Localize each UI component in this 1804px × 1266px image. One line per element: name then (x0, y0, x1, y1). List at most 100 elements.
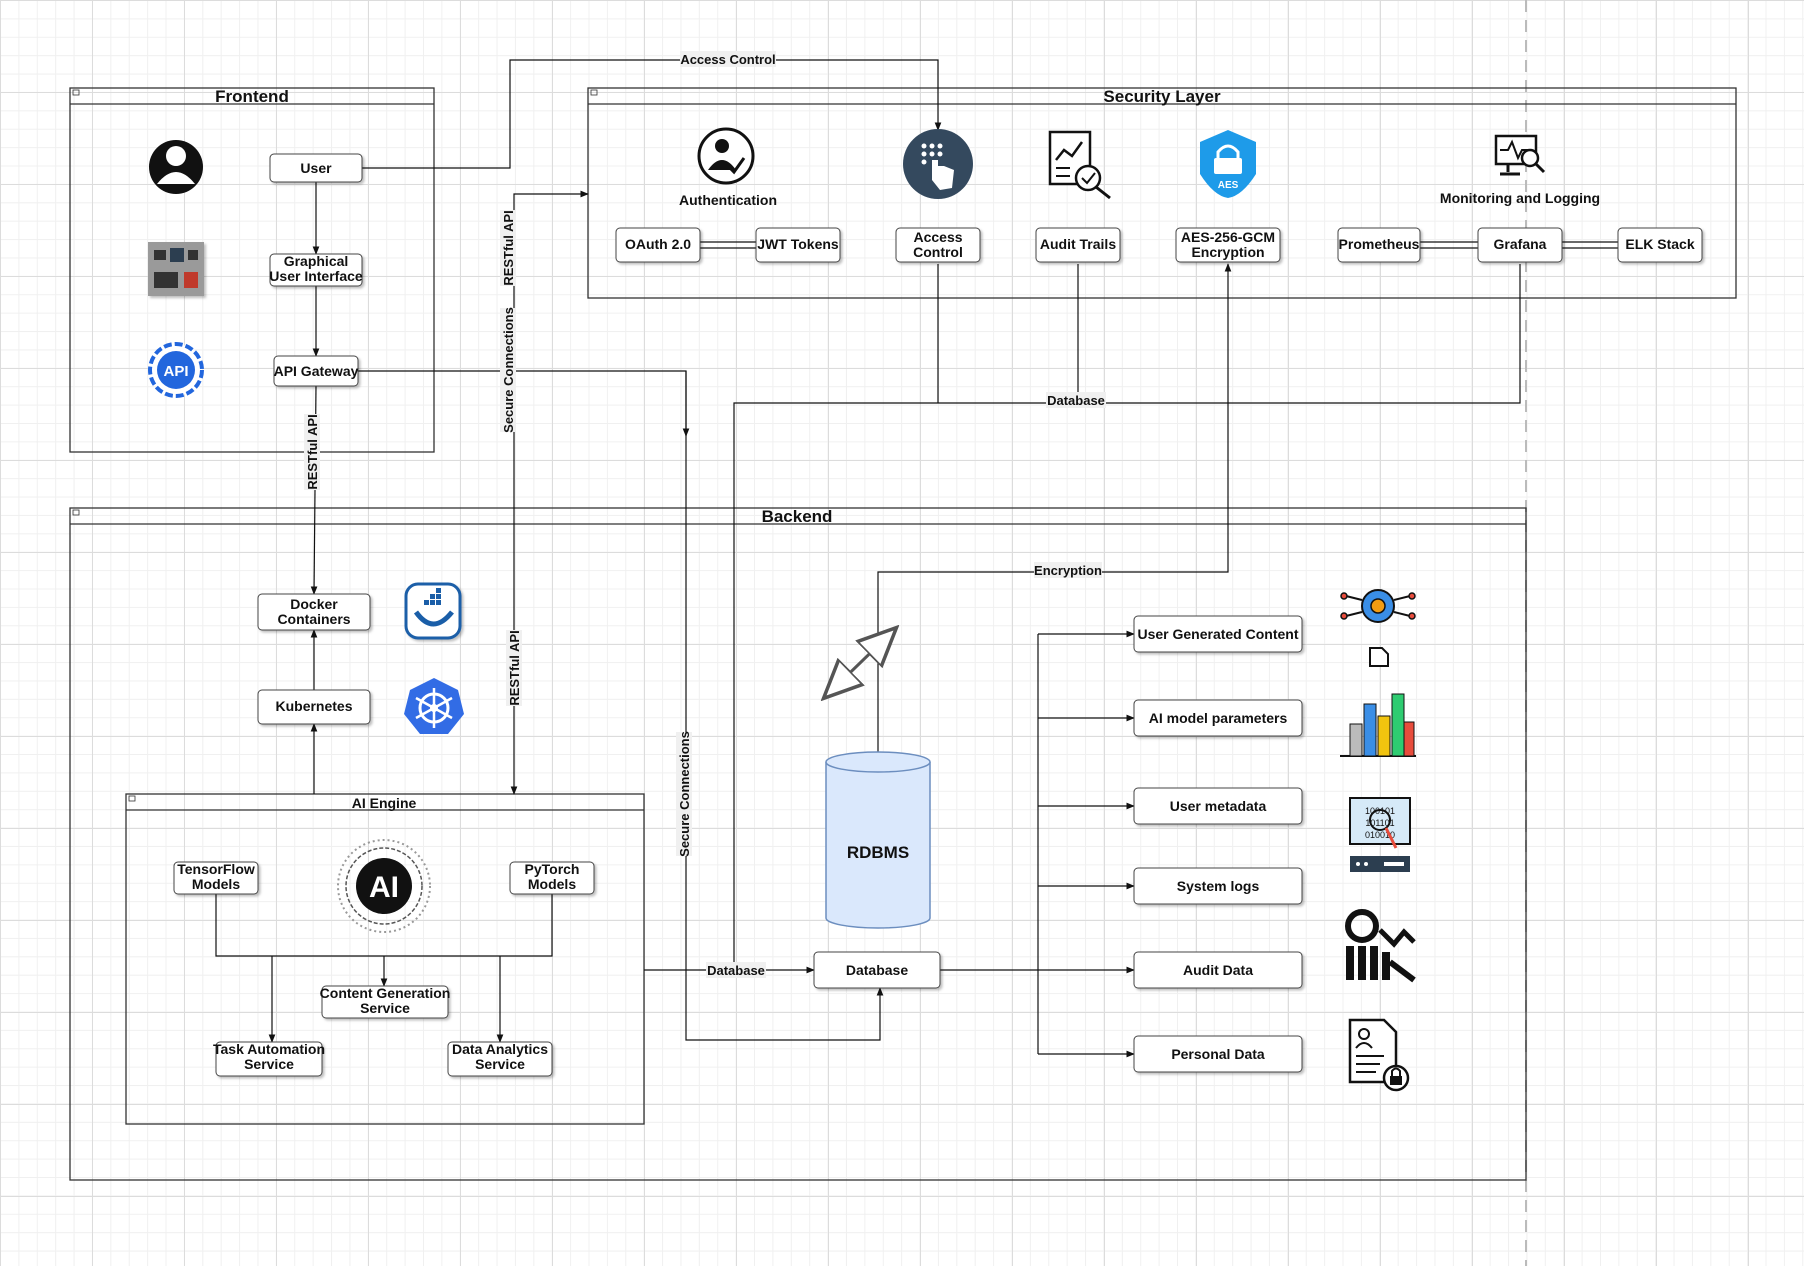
monitoring-label: Monitoring and Logging (1440, 190, 1600, 206)
svg-text:Database: Database (846, 962, 908, 978)
collapse-icon[interactable] (128, 795, 136, 802)
dashboard-icon (148, 242, 204, 296)
metadata-server-icon: 100101 101101 010010 (1349, 797, 1411, 872)
svg-text:010010: 010010 (1365, 830, 1395, 840)
svg-text:Docker: Docker (290, 596, 338, 612)
system-logs-analytics-icon (1345, 909, 1416, 983)
svg-text:Containers: Containers (277, 611, 350, 627)
edge-gateway-database (358, 370, 884, 1041)
ai-engine-container[interactable]: AI Engine (125, 793, 645, 1125)
oauth-box[interactable]: OAuth 2.0 (615, 227, 701, 263)
user-box[interactable]: User (269, 153, 363, 183)
svg-text:Service: Service (360, 1000, 410, 1016)
docker-icon (404, 582, 462, 640)
pytorch-box[interactable]: PyTorch Models (509, 861, 595, 895)
authentication-icon (697, 127, 755, 185)
svg-text:Service: Service (475, 1056, 525, 1072)
data-item-user-generated-content[interactable]: User Generated Content (1133, 615, 1303, 653)
collapse-icon[interactable] (590, 89, 598, 96)
jwt-box[interactable]: JWT Tokens (755, 227, 841, 263)
security-container[interactable]: Security Layer (587, 87, 1737, 299)
data-item-personal-data[interactable]: Personal Data (1133, 1035, 1303, 1073)
aes-lock-icon: AES (1200, 130, 1256, 198)
svg-text:Data Analytics: Data Analytics (452, 1041, 548, 1057)
edge-labels: Access Control Database Encryption Datab… (304, 51, 1106, 978)
docker-box[interactable]: Docker Containers (257, 593, 371, 631)
edge-database-monitoring (733, 264, 1521, 970)
svg-text:ELK Stack: ELK Stack (1625, 236, 1694, 252)
svg-text:Models: Models (192, 876, 240, 892)
svg-text:AES: AES (1218, 180, 1239, 191)
label-secure-connections-top: Secure Connections (501, 307, 516, 433)
svg-text:OAuth 2.0: OAuth 2.0 (625, 236, 691, 252)
bidirectional-arrow-icon (826, 630, 894, 696)
svg-text:Kubernetes: Kubernetes (275, 698, 352, 714)
tensorflow-box[interactable]: TensorFlow Models (173, 861, 259, 895)
task-automation-box[interactable]: Task Automation Service (213, 1041, 325, 1077)
label-access-control: Access Control (680, 52, 775, 67)
svg-text:PyTorch: PyTorch (525, 861, 580, 877)
svg-text:AI model parameters: AI model parameters (1149, 710, 1288, 726)
label-database-bottom: Database (707, 963, 765, 978)
svg-text:Task Automation: Task Automation (213, 1041, 325, 1057)
svg-text:System logs: System logs (1177, 878, 1260, 894)
data-item-audit-data[interactable]: Audit Data (1133, 951, 1303, 989)
svg-text:RDBMS: RDBMS (847, 843, 909, 862)
access-control-icon (903, 129, 973, 199)
database-box[interactable]: Database (813, 951, 941, 989)
svg-text:101101: 101101 (1365, 818, 1394, 828)
data-item-system-logs[interactable]: System logs (1133, 867, 1303, 905)
svg-text:User Interface: User Interface (269, 268, 363, 284)
label-secure-connections-bottom: Secure Connections (677, 731, 692, 857)
svg-text:AI: AI (369, 871, 399, 904)
audit-trails-box[interactable]: Audit Trails (1035, 227, 1121, 263)
edge-ai-security (513, 190, 589, 508)
svg-text:User: User (300, 160, 332, 176)
data-item-ai-model-parameters[interactable]: AI model parameters (1133, 699, 1303, 737)
svg-text:API: API (163, 363, 188, 380)
svg-text:User metadata: User metadata (1170, 798, 1267, 814)
gui-box[interactable]: Graphical User Interface (269, 253, 363, 287)
prometheus-box[interactable]: Prometheus (1337, 227, 1421, 263)
label-database-top: Database (1047, 393, 1105, 408)
backend-title: Backend (762, 507, 833, 526)
frontend-container[interactable]: Frontend (69, 87, 435, 453)
user-avatar-icon (149, 140, 203, 194)
frontend-title: Frontend (215, 87, 289, 106)
elk-box[interactable]: ELK Stack (1617, 227, 1703, 263)
collapse-icon[interactable] (72, 509, 80, 516)
api-gateway-box[interactable]: API Gateway (273, 355, 359, 387)
data-item-user-metadata[interactable]: User metadata (1133, 787, 1303, 825)
svg-text:Models: Models (528, 876, 576, 892)
svg-text:Encryption: Encryption (1191, 244, 1264, 260)
label-restful-ai: RESTful API (507, 630, 522, 705)
aes-encryption-box[interactable]: AES-256-GCM Encryption (1175, 227, 1281, 263)
svg-text:Audit Trails: Audit Trails (1040, 236, 1116, 252)
ai-chip-icon: AI (337, 839, 431, 933)
svg-text:API Gateway: API Gateway (274, 363, 359, 379)
kubernetes-icon (404, 678, 464, 734)
svg-text:AES-256-GCM: AES-256-GCM (1181, 229, 1275, 245)
grafana-box[interactable]: Grafana (1477, 227, 1563, 263)
edge-encryption (877, 263, 1232, 754)
svg-text:Prometheus: Prometheus (1339, 236, 1420, 252)
personal-document-lock-icon (1348, 1018, 1410, 1092)
kubernetes-box[interactable]: Kubernetes (257, 689, 371, 725)
collapse-icon[interactable] (72, 89, 80, 96)
audit-report-icon (1048, 130, 1111, 200)
content-generation-box[interactable]: Content Generation Service (320, 985, 451, 1019)
backend-container[interactable]: Backend (69, 507, 1527, 1181)
svg-text:Content Generation: Content Generation (320, 985, 451, 1001)
security-title: Security Layer (1103, 87, 1221, 106)
svg-text:Audit Data: Audit Data (1183, 962, 1253, 978)
label-restful-security: RESTful API (501, 210, 516, 285)
api-gear-icon: API (148, 342, 204, 398)
data-analytics-box[interactable]: Data Analytics Service (447, 1041, 553, 1077)
access-control-box[interactable]: Access Control (895, 227, 981, 263)
ai-engine-title: AI Engine (352, 795, 417, 811)
svg-text:TensorFlow: TensorFlow (177, 861, 255, 877)
svg-text:Service: Service (244, 1056, 294, 1072)
svg-text:Personal Data: Personal Data (1171, 1046, 1265, 1062)
rdbms-cylinder[interactable]: RDBMS (825, 751, 931, 929)
